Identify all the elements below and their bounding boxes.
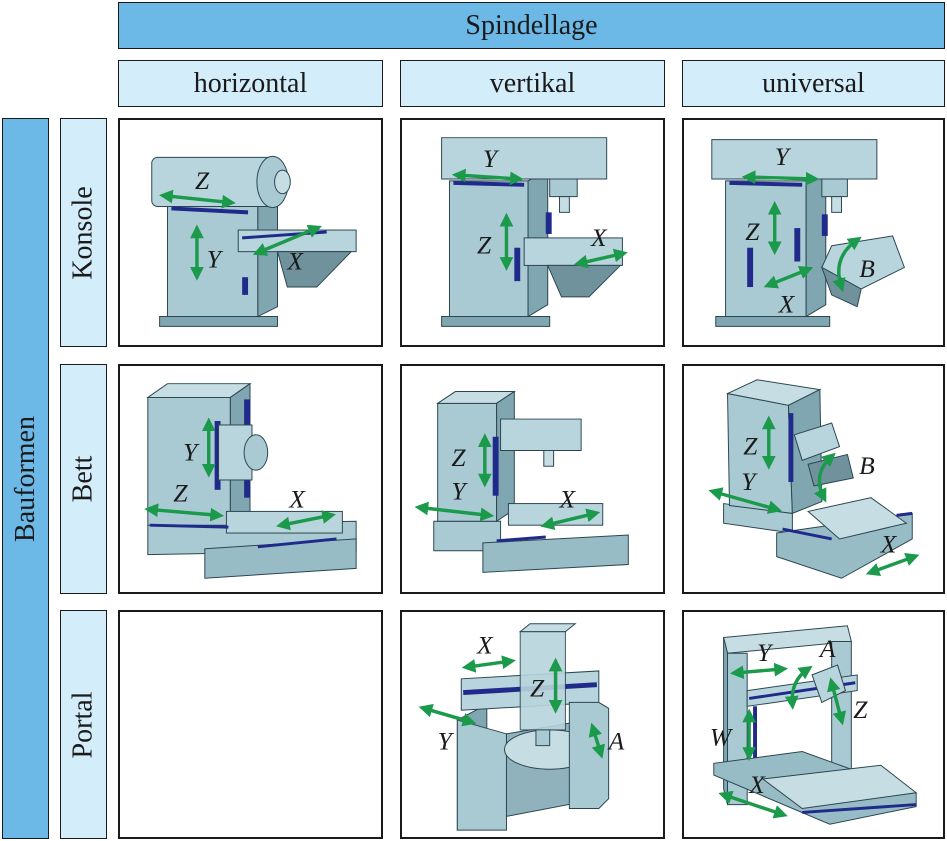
axis-label: W: [710, 723, 734, 752]
row-label-bett: Bett: [67, 455, 99, 503]
axis-label: X: [559, 484, 577, 513]
axis-label: Z: [451, 443, 466, 472]
axis-label: Y: [775, 142, 792, 171]
axis-label: Y: [757, 638, 774, 667]
axis-label: B: [859, 451, 875, 480]
machine-bett-universal: Z Y B X: [708, 379, 920, 579]
axis-label: X: [590, 223, 608, 252]
row-header-bett: Bett: [60, 364, 107, 594]
axis-label: Z: [745, 217, 760, 246]
axis-label: X: [880, 530, 898, 559]
bauformen-title: Bauformen: [9, 415, 41, 542]
cell-bett-horizontal: Y Z X: [118, 364, 383, 594]
axis-label: Y: [438, 727, 455, 756]
cell-konsole-horizontal: Z Y X: [118, 118, 383, 347]
spindellage-title: Spindellage: [465, 9, 598, 41]
axis-label: X: [778, 290, 796, 319]
bauformen-header: Bauformen: [2, 118, 49, 839]
axis-label: X: [748, 770, 766, 799]
axis-label: B: [859, 254, 875, 283]
axis-label: X: [288, 484, 306, 513]
column-label-universal: universal: [762, 67, 865, 99]
axis-label: Z: [173, 479, 188, 508]
cell-portal-vertikal: X Z Y A: [400, 610, 665, 839]
axis-label: X: [476, 630, 494, 659]
row-label-konsole: Konsole: [67, 185, 99, 280]
machine-konsole-universal: Y Z X B: [711, 139, 905, 327]
axis-label: Z: [195, 166, 210, 195]
cell-portal-horizontal: [118, 610, 383, 839]
cell-konsole-universal: Y Z X B: [682, 118, 945, 347]
cell-bett-universal: Z Y B X: [682, 364, 945, 594]
axis-label: Y: [741, 467, 758, 496]
cell-bett-vertikal: Z Y X: [400, 364, 665, 594]
spindellage-header: Spindellage: [118, 2, 945, 49]
machine-portal-vertikal: X Z Y A: [418, 623, 625, 831]
column-header-vertikal: vertikal: [400, 60, 665, 107]
row-header-konsole: Konsole: [60, 118, 107, 347]
column-label-horizontal: horizontal: [193, 67, 308, 99]
axis-label: Y: [207, 244, 224, 273]
row-header-portal: Portal: [60, 610, 107, 839]
column-header-universal: universal: [682, 60, 945, 107]
machine-konsole-vertikal: Y Z X: [441, 137, 628, 327]
cell-portal-universal: Y A W Z X: [682, 610, 945, 839]
axis-label: Y: [483, 144, 500, 173]
machine-bett-horizontal: Y Z X: [144, 382, 357, 579]
column-header-horizontal: horizontal: [118, 60, 383, 107]
row-label-portal: Portal: [67, 691, 99, 758]
axis-label: A: [607, 727, 625, 756]
machine-portal-universal: Y A W Z X: [710, 625, 918, 825]
machine-bett-vertikal: Z Y X: [414, 390, 629, 573]
axis-label: Z: [477, 231, 492, 260]
axis-label: Y: [183, 437, 200, 466]
column-label-vertikal: vertikal: [489, 67, 576, 99]
axis-label: Z: [743, 431, 758, 460]
axis-label: Z: [530, 673, 545, 702]
axis-label: X: [286, 246, 304, 275]
axis-label: Z: [853, 695, 868, 724]
axis-label: A: [818, 634, 836, 663]
cell-konsole-vertikal: Y Z X: [400, 118, 665, 347]
axis-label: Y: [451, 477, 468, 506]
machine-konsole-horizontal: Z Y X: [151, 155, 357, 327]
